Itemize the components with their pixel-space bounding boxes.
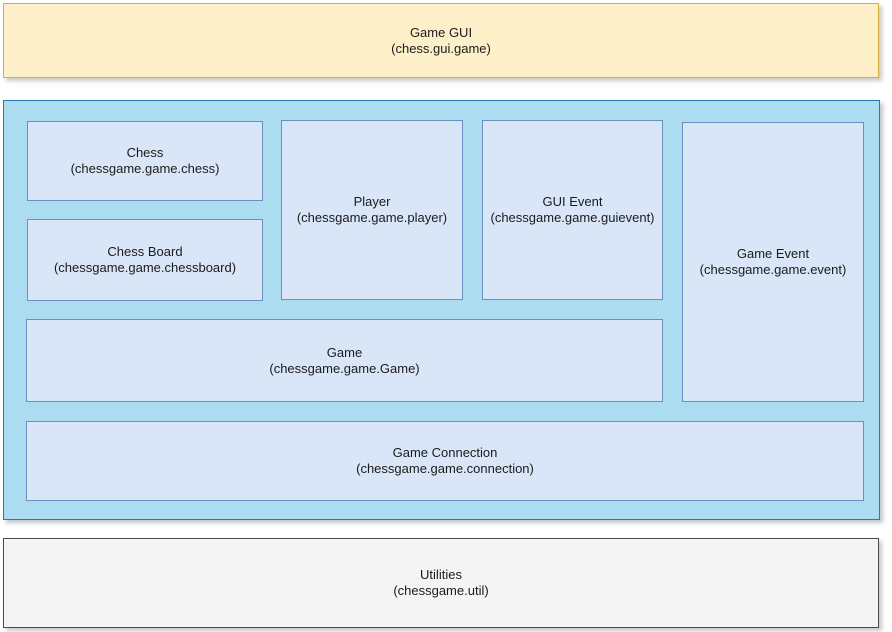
layer-utilities-title: Utilities [420, 567, 462, 582]
module-game-event-title: Game Event [736, 246, 810, 261]
module-game-connection: Game Connection (chessgame.game.connecti… [26, 421, 864, 501]
layer-game-gui-package: (chess.gui.game) [391, 40, 491, 56]
module-game-connection-package: (chessgame.game.connection) [356, 461, 534, 476]
module-game-event: Game Event (chessgame.game.event) [682, 122, 864, 402]
module-game-event-package: (chessgame.game.event) [699, 262, 847, 277]
module-game: Game (chessgame.game.Game) [26, 319, 663, 402]
module-gui-event-title: GUI Event [542, 194, 603, 209]
module-chess-title: Chess [126, 145, 164, 160]
module-gui-event: GUI Event (chessgame.game.guievent) [482, 120, 663, 300]
module-chess-board: Chess Board (chessgame.game.chessboard) [27, 219, 263, 301]
module-chess: Chess (chessgame.game.chess) [27, 121, 263, 201]
module-chess-board-title: Chess Board [107, 244, 183, 259]
layer-utilities-package: (chessgame.util) [393, 583, 489, 598]
module-player-title: Player [353, 194, 391, 209]
module-gui-event-package: (chessgame.game.guievent) [490, 210, 655, 225]
layer-game-container: Chess (chessgame.game.chess) Chess Board… [3, 100, 880, 520]
module-player: Player (chessgame.game.player) [281, 120, 463, 300]
module-game-connection-title: Game Connection [392, 445, 498, 460]
module-chess-package: (chessgame.game.chess) [70, 161, 220, 176]
module-game-title: Game [326, 344, 363, 360]
module-player-package: (chessgame.game.player) [296, 210, 448, 225]
layer-utilities: Utilities (chessgame.util) [3, 538, 879, 628]
module-game-package: (chessgame.game.Game) [269, 360, 420, 376]
layer-game-gui-title: Game GUI [409, 24, 473, 40]
layer-game-gui: Game GUI (chess.gui.game) [3, 3, 879, 78]
module-chess-board-package: (chessgame.game.chessboard) [53, 260, 237, 275]
